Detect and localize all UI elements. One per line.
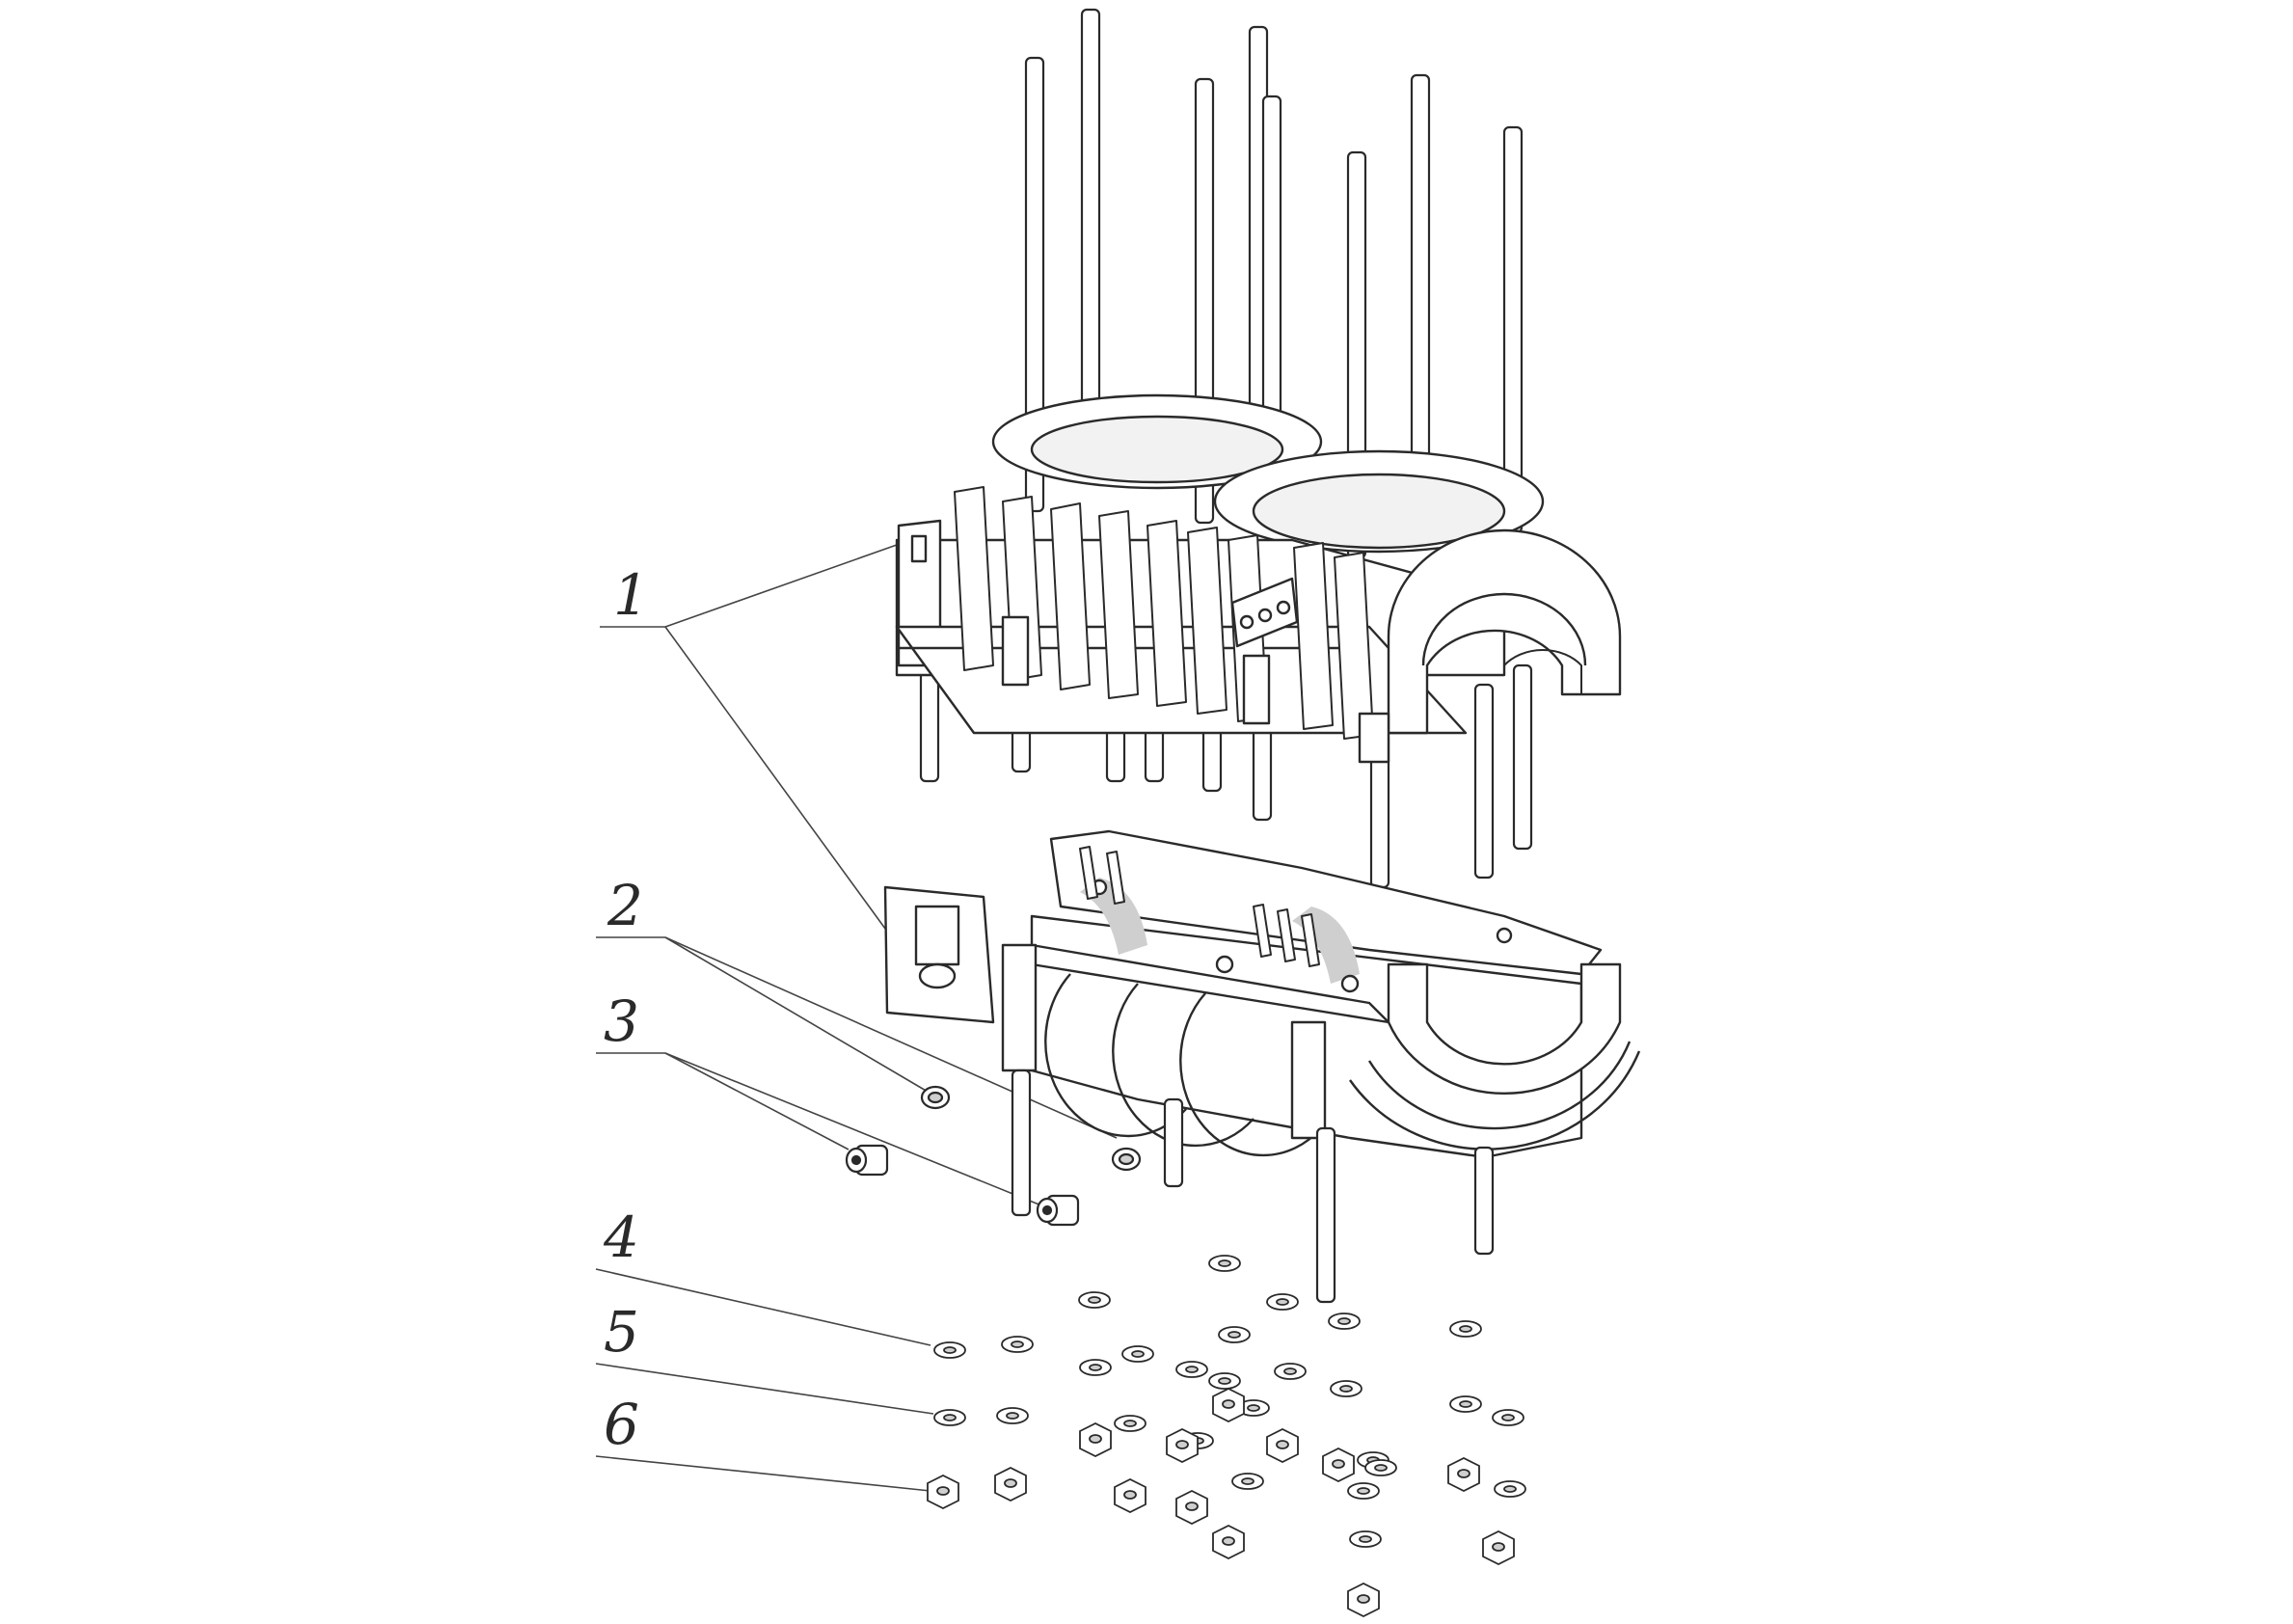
hex-nut bbox=[1212, 1524, 1245, 1560]
lower-crankcase-half bbox=[883, 829, 1641, 1304]
callout-label-6: 6 bbox=[604, 1392, 639, 1457]
callout-leaders bbox=[595, 544, 1118, 1492]
hex-nut bbox=[1079, 1421, 1112, 1458]
callout-label-1: 1 bbox=[613, 562, 649, 628]
hex-nut bbox=[1322, 1447, 1355, 1483]
hex-nut bbox=[1166, 1427, 1199, 1464]
hex-nut bbox=[1114, 1477, 1146, 1514]
nuts-part-6 bbox=[927, 1387, 1515, 1618]
upper-crankcase-half bbox=[895, 393, 1622, 764]
cylinder-studs bbox=[919, 8, 1533, 889]
hex-nut bbox=[1447, 1456, 1480, 1493]
washers-parts-4-5 bbox=[933, 1255, 1526, 1548]
callout-label-5: 5 bbox=[604, 1299, 639, 1365]
callout-label-3: 3 bbox=[604, 988, 639, 1054]
hex-nut bbox=[1266, 1427, 1299, 1464]
hex-nut bbox=[1347, 1582, 1380, 1618]
hex-nut bbox=[1482, 1529, 1515, 1566]
hex-nut bbox=[1212, 1387, 1245, 1423]
plugs-part-3 bbox=[845, 1144, 1080, 1227]
callout-label-4: 4 bbox=[604, 1204, 639, 1270]
hex-nut bbox=[927, 1474, 959, 1510]
bushings-part-2 bbox=[920, 1085, 1142, 1172]
callout-label-2: 2 bbox=[607, 873, 643, 938]
hex-nut bbox=[994, 1466, 1027, 1502]
hex-nut bbox=[1175, 1489, 1208, 1526]
